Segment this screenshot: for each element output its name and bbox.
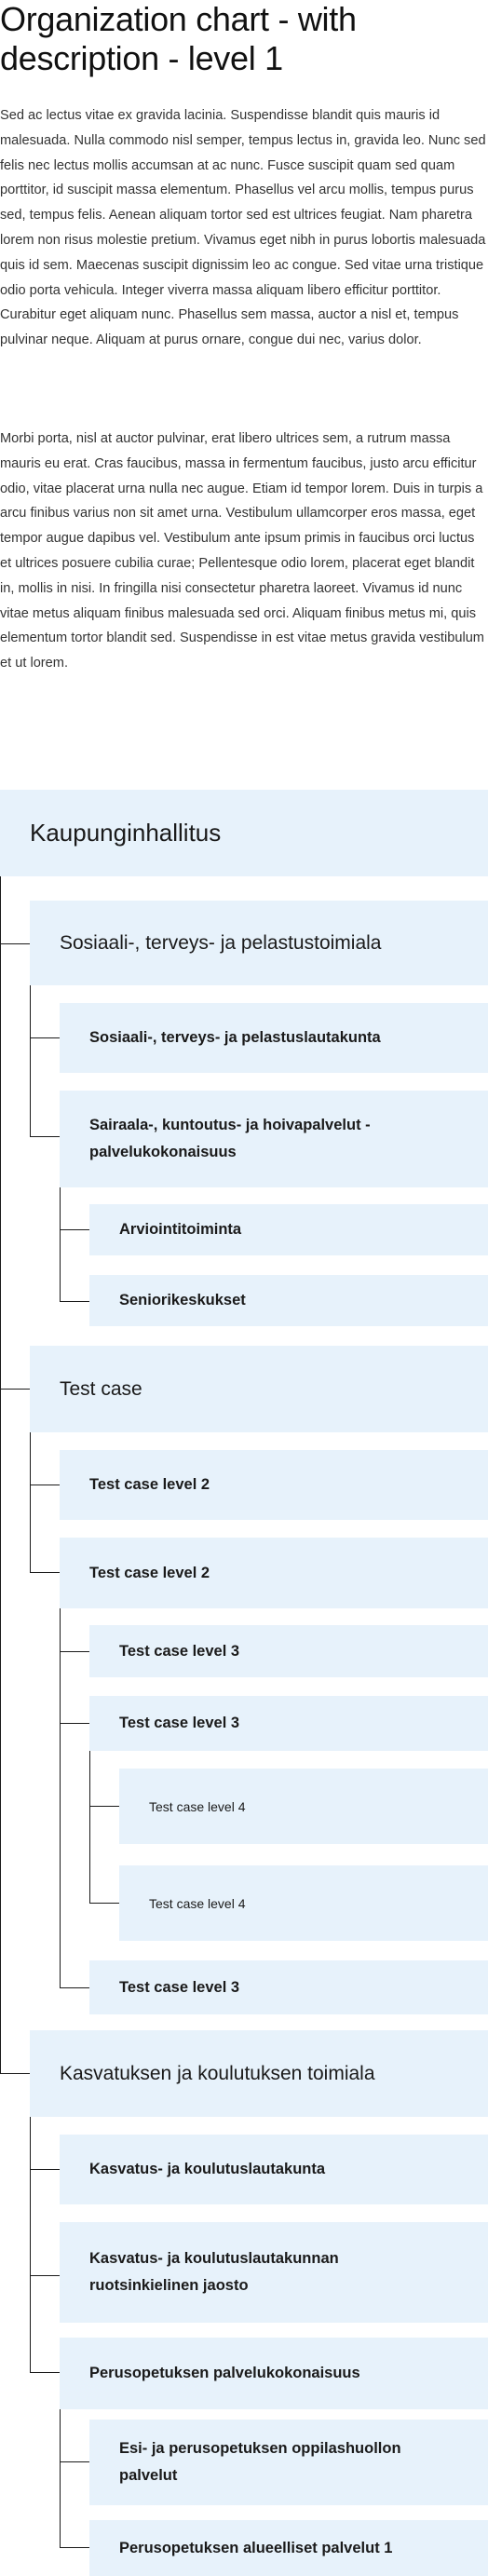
connector-branch — [0, 2073, 30, 2074]
org-node-level-4: Test case level 4 — [119, 1865, 488, 1941]
connector-branch — [0, 1389, 30, 1390]
org-node-label: Seniorikeskukset — [119, 1292, 246, 1308]
connector-branch — [60, 1229, 89, 1230]
connector-unit-2-2-2 — [89, 1751, 90, 1903]
org-node-level-3: Seniorikeskukset — [89, 1275, 488, 1326]
org-node-label: Arviointitoiminta — [119, 1221, 242, 1238]
org-node-label: Kasvatus- ja koulutuslautakunta — [89, 2161, 326, 2177]
connector-branch — [0, 943, 30, 944]
org-node-label: Test case level 3 — [119, 1715, 240, 1731]
connector-branch — [30, 1037, 60, 1038]
org-node-level-3: Arviointitoiminta — [89, 1204, 488, 1255]
connector-unit-2 — [30, 1432, 31, 1572]
org-node-level-2: Perusopetuksen palvelukokonaisuus — [60, 2338, 488, 2409]
connector-unit-3-3 — [60, 2409, 61, 2547]
org-node-label: Perusopetuksen alueelliset palvelut 1 — [119, 2539, 393, 2556]
org-node-label: Kaupunginhallitus — [30, 819, 222, 847]
connector-branch — [60, 1651, 89, 1652]
org-node-label: Kasvatus- ja koulutuslautakunnan ruotsin… — [89, 2250, 339, 2294]
connector-branch — [60, 2547, 89, 2548]
connector-branch — [60, 1301, 89, 1302]
org-node-level-1: Kasvatuksen ja koulutuksen toimiala — [30, 2030, 488, 2117]
connector-branch — [30, 2372, 60, 2373]
org-node-label: Kasvatuksen ja koulutuksen toimiala — [60, 2062, 375, 2084]
org-node-level-2: Sairaala-, kuntoutus- ja hoivapalvelut -… — [60, 1091, 488, 1187]
connector-root — [0, 876, 1, 2073]
org-node-level-3: Test case level 3 — [89, 1625, 488, 1677]
page-title: Organization chart - with description - … — [0, 0, 357, 77]
org-node-label: Test case — [60, 1377, 142, 1400]
org-node-label: Perusopetuksen palvelukokonaisuus — [89, 2365, 360, 2381]
org-node-level-3: Esi- ja perusopetuksen oppilashuollon pa… — [89, 2420, 488, 2505]
org-node-label: Esi- ja perusopetuksen oppilashuollon pa… — [119, 2440, 401, 2484]
org-node-level-3: Perusopetuksen alueelliset palvelut 1 — [89, 2520, 488, 2576]
connector-branch — [60, 1987, 89, 1988]
description-paragraph-2: Morbi porta, nisl at auctor pulvinar, er… — [0, 431, 484, 671]
org-node-label: Test case level 4 — [149, 1895, 246, 1911]
connector-unit-3 — [30, 2117, 31, 2372]
org-node-root: Kaupunginhallitus — [0, 790, 488, 876]
org-node-level-3: Test case level 3 — [89, 1696, 488, 1751]
connector-branch — [30, 1136, 60, 1137]
org-node-level-2: Test case level 2 — [60, 1538, 488, 1608]
org-node-label: Test case level 2 — [89, 1476, 210, 1493]
connector-branch — [60, 2461, 89, 2462]
connector-branch — [30, 2169, 60, 2170]
connector-branch — [30, 1572, 60, 1573]
org-node-level-2: Test case level 2 — [60, 1450, 488, 1520]
org-node-label: Sosiaali-, terveys- ja pelastustoimiala — [60, 931, 382, 954]
org-node-label: Sairaala-, kuntoutus- ja hoivapalvelut -… — [89, 1117, 371, 1160]
org-node-label: Test case level 3 — [119, 1642, 240, 1660]
org-node-level-2: Sosiaali-, terveys- ja pelastuslautakunt… — [60, 1003, 488, 1073]
org-node-level-1: Sosiaali-, terveys- ja pelastustoimiala — [30, 901, 488, 985]
org-node-level-2: Kasvatus- ja koulutuslautakunnan ruotsin… — [60, 2222, 488, 2323]
org-node-label: Test case level 2 — [89, 1564, 210, 1581]
connector-unit-2-2 — [60, 1608, 61, 1987]
connector-branch — [89, 1806, 119, 1807]
connector-unit-1-2 — [60, 1187, 61, 1301]
description-paragraph-1: Sed ac lectus vitae ex gravida lacinia. … — [0, 108, 486, 348]
org-node-level-1: Test case — [30, 1346, 488, 1432]
org-node-label: Sosiaali-, terveys- ja pelastuslautakunt… — [89, 1029, 381, 1046]
connector-branch — [30, 2275, 60, 2276]
org-node-label: Test case level 4 — [149, 1798, 246, 1814]
org-node-level-4: Test case level 4 — [119, 1769, 488, 1844]
org-node-label: Test case level 3 — [119, 1978, 240, 1996]
connector-branch — [60, 1723, 89, 1724]
org-node-level-3: Test case level 3 — [89, 1960, 488, 2014]
connector-branch — [89, 1903, 119, 1904]
connector-unit-1 — [30, 985, 31, 1136]
org-node-level-2: Kasvatus- ja koulutuslautakunta — [60, 2135, 488, 2204]
